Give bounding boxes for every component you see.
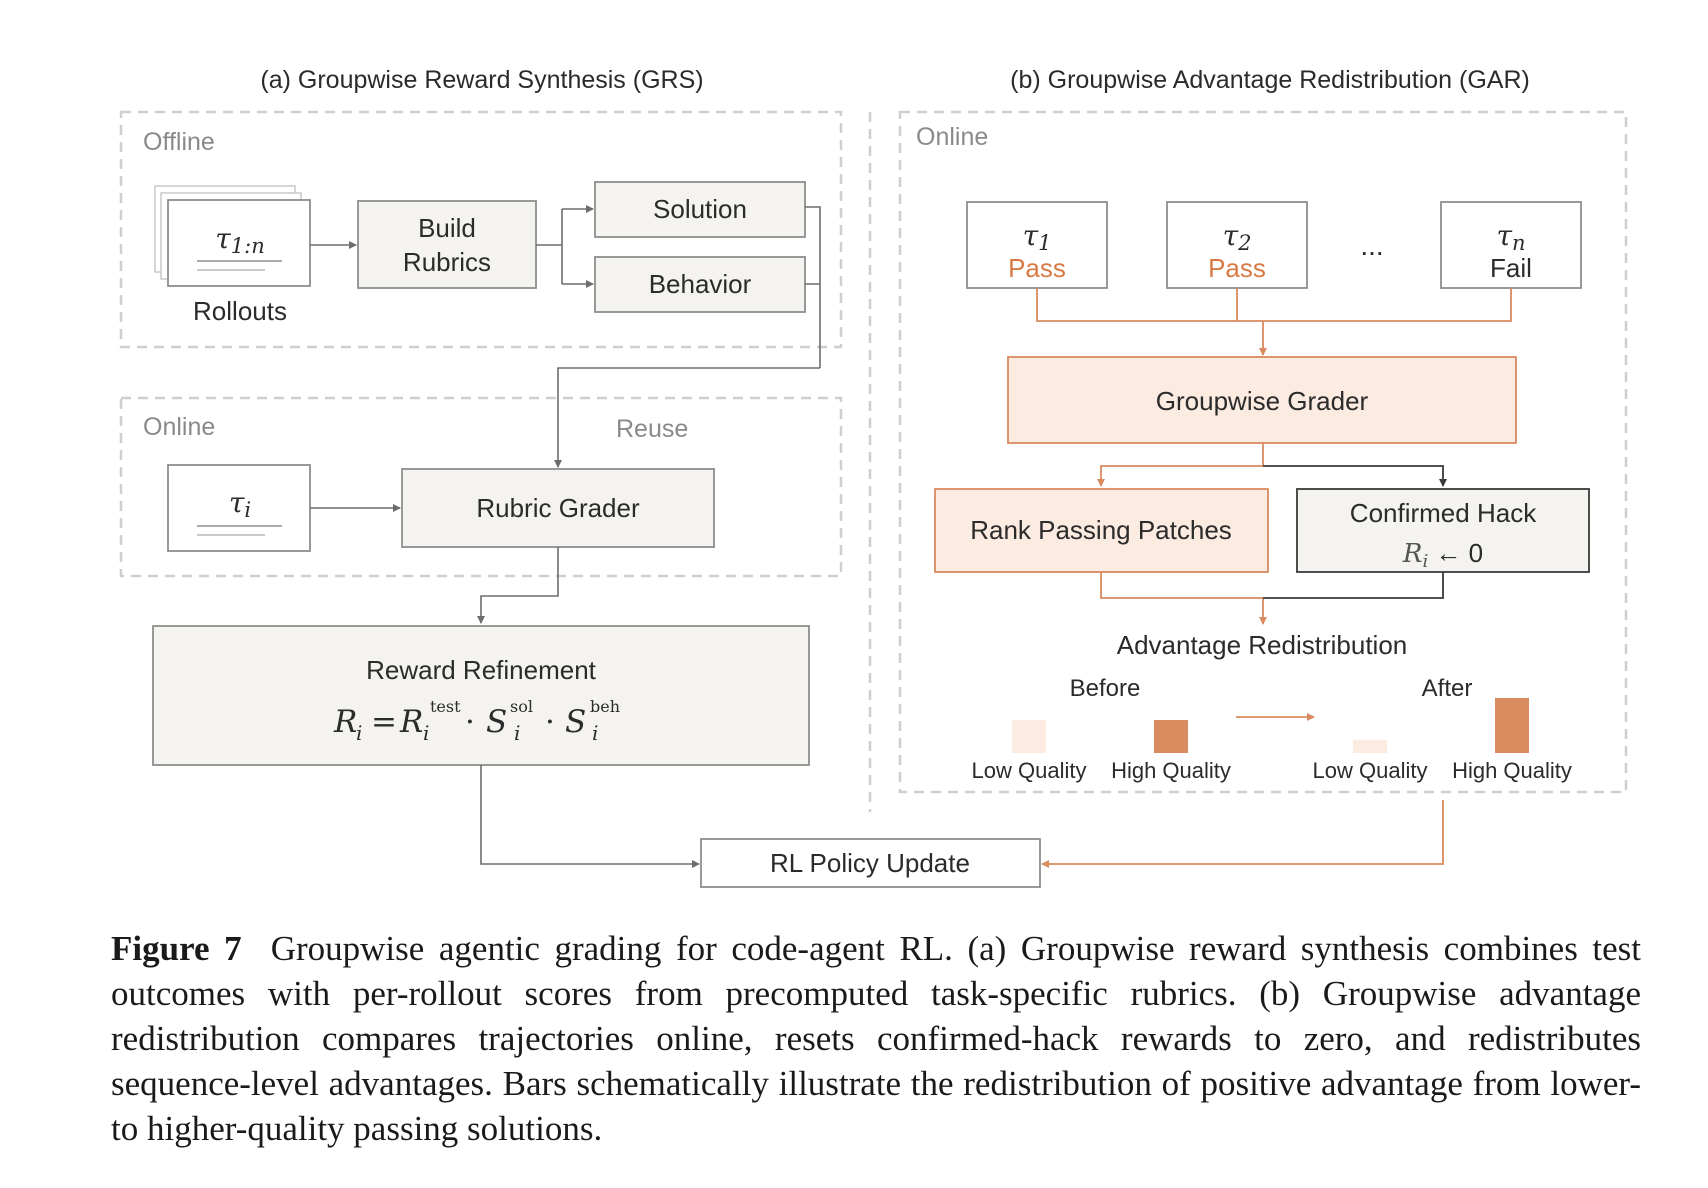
trajectory-n-symbol: τn: [1496, 219, 1525, 255]
offline-label: Offline: [143, 128, 215, 156]
rollout-card: [167, 199, 311, 287]
reward-refinement-label: Reward Refinement: [366, 655, 597, 685]
trajectory-1-status: Pass: [1008, 253, 1066, 283]
arrow-rubrics-branch: [536, 209, 563, 284]
reuse-connector: [558, 206, 821, 467]
arrow-refinement-to-policy: [480, 765, 700, 868]
after-label: After: [1422, 675, 1473, 702]
svg-text:=: =: [371, 704, 397, 740]
arrow-gar-to-policy: [1041, 800, 1444, 868]
svg-text:·: ·: [465, 704, 475, 740]
svg-text:sol: sol: [510, 697, 533, 716]
solution-box: [594, 181, 806, 238]
merge-to-advantage-orange: [1100, 572, 1267, 625]
offline-region: [119, 110, 843, 349]
trajectory-box-n: [1440, 201, 1582, 289]
reward-formula: R i = R i test · S i sol · S i beh: [333, 697, 620, 745]
trajectory-box-2: [1166, 201, 1308, 289]
reuse-label: Reuse: [616, 415, 688, 443]
online-label-grs: Online: [143, 413, 215, 441]
svg-text:S: S: [486, 704, 507, 740]
confirmed-hack-label: Confirmed Hack: [1350, 498, 1537, 528]
caption-label: Figure 7: [111, 929, 242, 968]
advantage-bars: [1012, 698, 1529, 753]
gar-title: (b) Groupwise Advantage Redistribution (…: [1010, 66, 1530, 94]
caption-text: Groupwise agentic grading for code-agent…: [111, 929, 1641, 1148]
advantage-title: Advantage Redistribution: [1117, 630, 1408, 660]
merge-to-grader: [1036, 288, 1512, 355]
build-rubrics-line1: Build: [418, 213, 476, 243]
solution-label: Solution: [653, 194, 747, 224]
rubric-grader-box: [401, 468, 715, 548]
trajectory-box-1: [966, 201, 1108, 289]
confirmed-hack-box: [1296, 488, 1590, 573]
behavior-box: [594, 256, 806, 313]
build-rubrics-box: [357, 200, 537, 289]
svg-text:beh: beh: [590, 697, 620, 716]
before-low-quality-bar: [1012, 720, 1046, 753]
build-rubrics-line2: Rubrics: [403, 247, 491, 277]
svg-text:·: ·: [545, 704, 555, 740]
rank-patches-box: [934, 488, 1269, 573]
trajectory-2-symbol: τ2: [1223, 219, 1252, 255]
split-orange: [1097, 443, 1264, 487]
svg-text:R: R: [399, 704, 423, 740]
after-high-quality-label: High Quality: [1452, 758, 1572, 783]
rubric-grader-label: Rubric Grader: [476, 493, 640, 523]
svg-text:R: R: [333, 704, 357, 740]
online-region-grs: [119, 396, 843, 578]
trajectory-2-status: Pass: [1208, 253, 1266, 283]
behavior-label: Behavior: [649, 269, 752, 299]
ellipsis: ...: [1360, 230, 1383, 261]
svg-text:i: i: [514, 721, 520, 745]
arrow-grader-to-refinement: [477, 547, 559, 624]
rollouts-label: Rollouts: [193, 296, 287, 326]
split-dark: [1263, 465, 1447, 487]
svg-text:i: i: [592, 721, 598, 745]
before-label: Before: [1070, 675, 1141, 702]
trajectory-n-status: Fail: [1490, 253, 1532, 283]
after-low-quality-label: Low Quality: [1313, 758, 1428, 783]
groupwise-grader-label: Groupwise Grader: [1156, 386, 1369, 416]
rollouts-stack: [154, 185, 311, 287]
trajectory-1-symbol: τ1: [1023, 219, 1052, 255]
after-high-quality-bar: [1495, 698, 1529, 753]
confirmed-hack-formula: Ri ← 0: [1402, 538, 1483, 572]
online-region-gar: [898, 110, 1628, 794]
merge-to-advantage-dark: [1263, 572, 1444, 599]
svg-text:test: test: [430, 697, 461, 716]
svg-text:i: i: [356, 721, 362, 745]
groupwise-grader-box: [1007, 356, 1517, 444]
online-label-gar: Online: [916, 123, 988, 151]
rank-patches-label: Rank Passing Patches: [970, 515, 1232, 545]
svg-text:i: i: [423, 721, 429, 745]
before-low-quality-label: Low Quality: [972, 758, 1087, 783]
before-high-quality-bar: [1154, 720, 1188, 753]
rollouts-symbol: τ1:n: [215, 222, 264, 258]
after-low-quality-bar: [1353, 739, 1387, 753]
policy-update-box: [700, 838, 1041, 888]
reward-refinement-box: [152, 625, 810, 766]
policy-update-label: RL Policy Update: [770, 848, 970, 878]
grs-title: (a) Groupwise Reward Synthesis (GRS): [260, 66, 703, 94]
svg-text:S: S: [565, 704, 586, 740]
figure-caption: Figure 7 Groupwise agentic grading for c…: [111, 926, 1641, 1151]
before-high-quality-label: High Quality: [1111, 758, 1231, 783]
trajectory-symbol: τi: [229, 486, 251, 522]
